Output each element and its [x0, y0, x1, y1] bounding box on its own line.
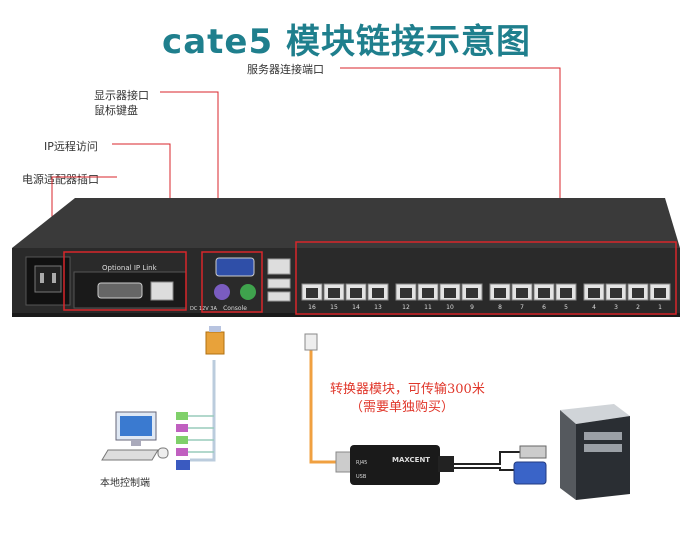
console-module — [214, 257, 256, 300]
rj45-port-hole — [400, 288, 412, 298]
chassis-top — [12, 198, 680, 248]
rj45-port-hole — [372, 288, 384, 298]
highlight-server-ports — [295, 241, 677, 315]
port-number-label: 1 — [658, 304, 662, 311]
converter-module — [335, 445, 454, 485]
rj45-port-hole — [588, 288, 600, 298]
rj45-port-hole — [328, 288, 340, 298]
local-pc-icon — [101, 411, 169, 461]
lan-usb-stack — [267, 258, 291, 302]
orange-cable — [309, 350, 336, 464]
port-number-label: 4 — [592, 304, 596, 311]
port-number-label: 7 — [520, 304, 524, 311]
label-power-socket: 电源适配器插口 — [22, 173, 99, 186]
converter-note-line1: 转换器模块，可传输300米 — [330, 382, 485, 397]
rj45-port-hole — [538, 288, 550, 298]
power-spec-text: DC 12V 3A — [190, 306, 217, 312]
rj45-port-hole — [632, 288, 644, 298]
label-local-console: 本地控制端 — [100, 478, 150, 489]
power-socket — [25, 256, 71, 306]
port-number-label: 11 — [424, 304, 432, 311]
port-number-label: 5 — [564, 304, 568, 311]
highlight-ip-area — [63, 251, 187, 311]
rj45-port-hole — [444, 288, 456, 298]
port-number-label: 3 — [614, 304, 618, 311]
ip-link-module — [73, 271, 187, 309]
port-number-label: 14 — [352, 304, 360, 311]
port-number-label: 12 — [402, 304, 410, 311]
port-number-label: 15 — [330, 304, 338, 311]
converter-brand: MAXCENT — [392, 456, 430, 464]
rj45-port-hole — [350, 288, 362, 298]
rj45-port-hole — [610, 288, 622, 298]
label-ip-access: IP远程访问 — [44, 140, 98, 153]
converter-usb-label: USB — [356, 474, 367, 480]
port-number-label: 16 — [308, 304, 316, 311]
local-console-plugs — [176, 412, 190, 470]
port-number-label: 8 — [498, 304, 502, 311]
vga-dongle — [205, 326, 225, 355]
rj45-port-hole — [516, 288, 528, 298]
port-number-label: 6 — [542, 304, 546, 311]
rj45-port-hole — [560, 288, 572, 298]
port-number-label: 2 — [636, 304, 640, 311]
label-server-ports: 服务器连接端口 — [247, 63, 324, 76]
rj45-port-hole — [494, 288, 506, 298]
highlight-console-area — [201, 251, 263, 313]
rj45-port-hole — [306, 288, 318, 298]
usb-plug — [519, 445, 547, 459]
server-port-group: 16 15 14 13 12 11 10 9 8 7 6 5 4 3 2 1 — [301, 283, 671, 311]
vga-plug — [513, 461, 547, 485]
rj45-port-hole — [422, 288, 434, 298]
converter-rj45-label: RJ45 — [356, 460, 367, 466]
rj45-port-hole — [466, 288, 478, 298]
converter-note-line2: （需要单独购买） — [350, 400, 455, 415]
local-cables — [190, 360, 216, 462]
label-monitor-port: 显示器接口 — [94, 89, 149, 102]
rj45-port-hole — [654, 288, 666, 298]
label-keyboard-mouse: 鼠标键盘 — [94, 104, 138, 117]
port-number-label: 10 — [446, 304, 454, 311]
console-text: Console — [223, 305, 247, 312]
port-number-label: 13 — [374, 304, 382, 311]
optional-ip-link-text: Optional IP Link — [102, 264, 158, 272]
port-number-label: 9 — [470, 304, 474, 311]
page-title: cate5 模块链接示意图 — [162, 22, 531, 62]
rj45-plug-top — [304, 333, 318, 351]
server-tower-icon — [560, 404, 630, 500]
